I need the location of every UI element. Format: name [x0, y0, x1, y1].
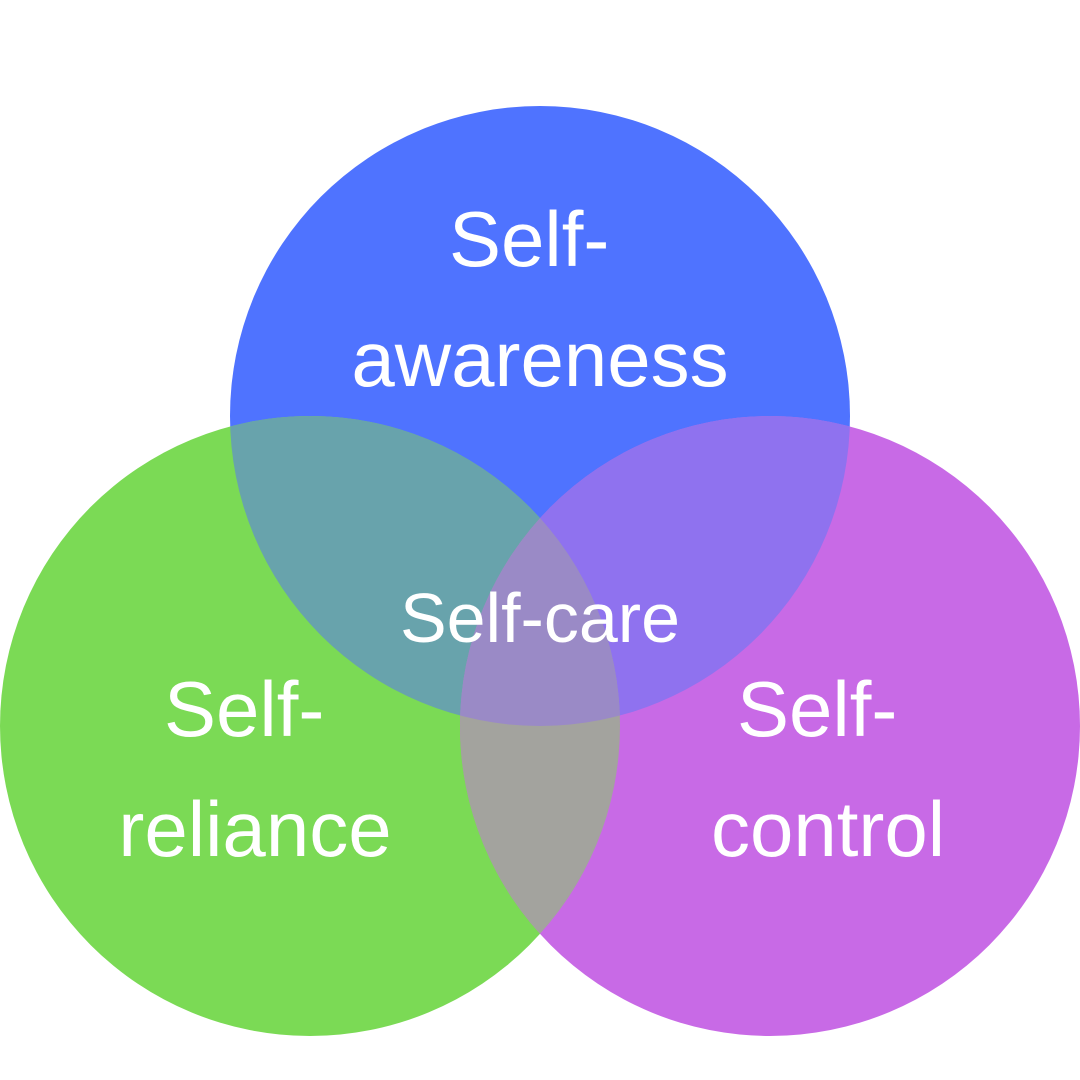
label-self-awareness: Self- awareness	[351, 195, 728, 403]
label-self-care: Self-care	[400, 579, 680, 657]
overlap-awareness-control	[460, 416, 850, 726]
label-self-control: Self- control	[711, 665, 945, 873]
label-self-reliance-line1: Self-	[164, 665, 324, 753]
label-self-reliance-line2: reliance	[118, 785, 391, 873]
label-self-reliance: Self- reliance	[118, 665, 391, 873]
label-self-awareness-line2: awareness	[351, 315, 728, 403]
label-self-control-line1: Self-	[737, 665, 897, 753]
overlap-awareness-reliance	[230, 416, 620, 726]
label-self-awareness-line1: Self-	[449, 195, 609, 283]
label-self-control-line2: control	[711, 785, 945, 873]
